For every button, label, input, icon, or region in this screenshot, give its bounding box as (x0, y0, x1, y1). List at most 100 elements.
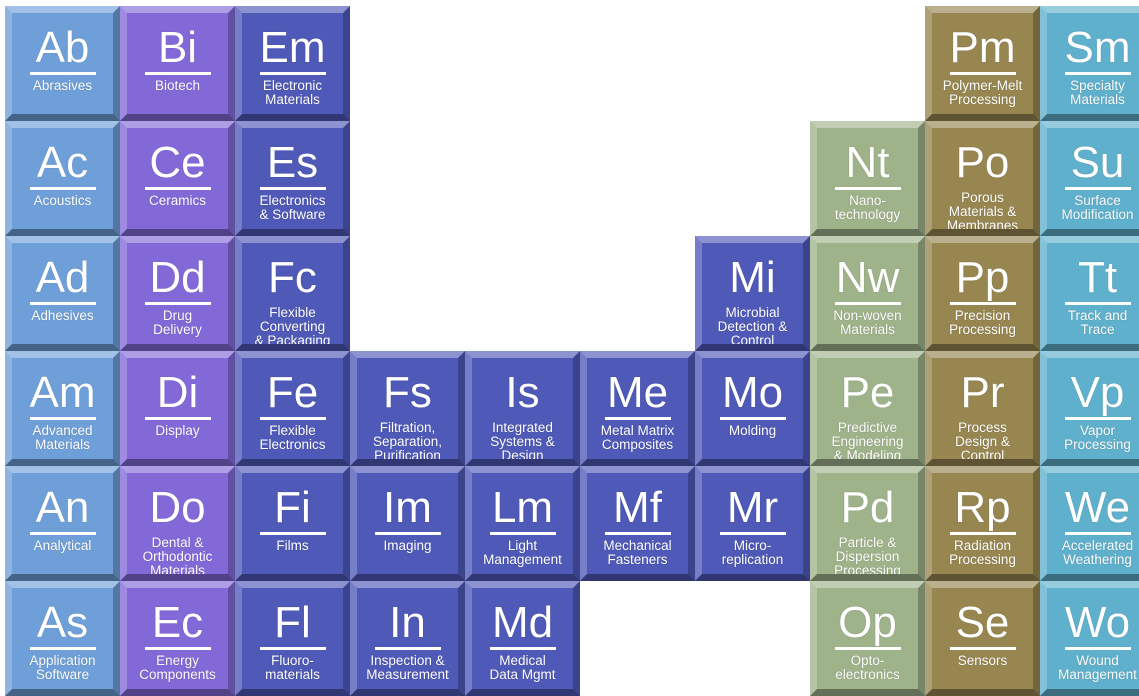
tile-name: Adhesives (31, 308, 94, 323)
tile-symbol: Im (383, 483, 432, 532)
tile-name: Particle & Dispersion Processing (834, 535, 901, 578)
tile-name: Polymer-Melt Processing (942, 78, 1023, 107)
symbol-underline (259, 72, 326, 75)
tile-name: Metal Matrix Composites (600, 423, 675, 452)
tile-name: Drug Delivery (153, 308, 202, 337)
symbol-underline (719, 417, 786, 420)
tile-name: Nano- technology (834, 193, 901, 222)
symbol-underline (144, 647, 211, 650)
symbol-underline (1064, 72, 1131, 75)
tile-name: Dental & Orthodontic Materials (142, 535, 213, 578)
symbol-underline (144, 417, 211, 420)
symbol-underline (259, 417, 326, 420)
symbol-underline (29, 72, 96, 75)
symbol-underline (29, 647, 96, 650)
tile-symbol: Bi (157, 23, 198, 72)
tile-name: Electronics & Software (259, 193, 326, 222)
symbol-underline (374, 647, 441, 650)
symbol-underline (144, 302, 211, 305)
tile-symbol: We (1064, 483, 1131, 532)
tile-name: Medical Data Mgmt (489, 653, 556, 682)
tile-symbol: Sm (1064, 23, 1131, 72)
tile-symbol: Pd (840, 483, 895, 532)
tile-symbol: Su (1070, 138, 1125, 187)
tile-symbol: As (36, 598, 89, 647)
tile-symbol: Do (149, 483, 206, 532)
tile-symbol: Se (955, 598, 1010, 647)
tile-symbol: Mf (613, 483, 662, 532)
symbol-underline (144, 72, 211, 75)
tile-symbol: Fc (268, 253, 317, 302)
symbol-underline (1064, 532, 1131, 535)
symbol-underline (834, 647, 901, 650)
tile-symbol: Di (156, 368, 199, 417)
tile-symbol: Mr (726, 483, 779, 532)
tile-symbol: Wo (1064, 598, 1131, 647)
symbol-underline (1064, 647, 1131, 650)
tile-symbol: Nt (845, 138, 890, 187)
tile-symbol: Ad (35, 253, 90, 302)
tile-symbol: Ce (149, 138, 206, 187)
